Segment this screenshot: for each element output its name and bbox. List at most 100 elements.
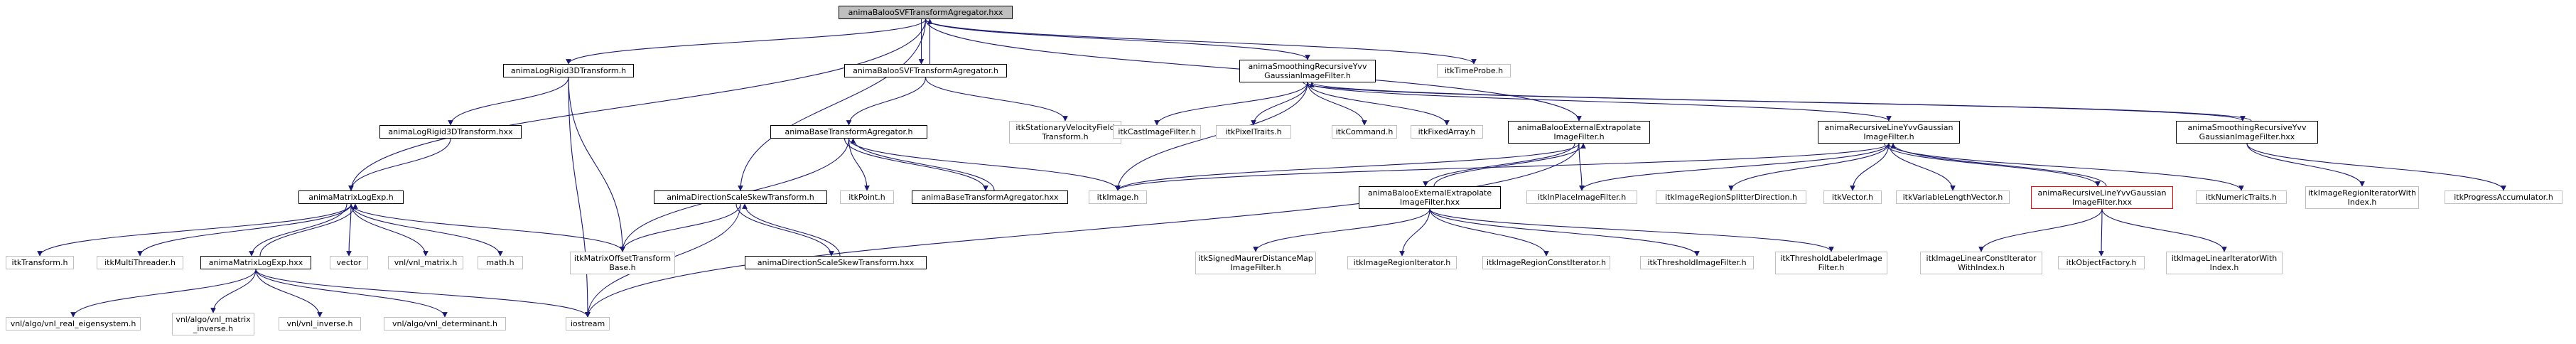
edge-matrixlog_hxx-to-matrix_inverse bbox=[210, 269, 257, 313]
node-smoothing-yvv-h[interactable]: animaSmoothingRecursiveYvv GaussianImage… bbox=[1239, 60, 1376, 82]
node-base-transform-agregator-h[interactable]: animaBaseTransformAgregator.h bbox=[770, 125, 927, 139]
node-itk-linear-const-iterator[interactable]: itkImageLinearConstIterator WithIndex.h bbox=[1920, 252, 2042, 274]
edge-basetrans_h-to-itkpoint bbox=[848, 138, 870, 191]
node-itk-time-probe[interactable]: itkTimeProbe.h bbox=[1437, 64, 1511, 77]
edge-lineyvv_h-to-lineyvv_hxx bbox=[1884, 143, 2101, 187]
edge-smoothing_h-to-itkimage bbox=[1115, 82, 1308, 191]
node-vnl-determinant[interactable]: vnl/algo/vnl_determinant.h bbox=[384, 317, 506, 330]
edge-lineyvv_hxx-to-lineyvv_h bbox=[1890, 143, 2107, 187]
node-svf-transform-agregator-h[interactable]: animaBalooSVFTransformAgregator.h bbox=[844, 64, 1007, 77]
node-std-vector[interactable]: vector bbox=[330, 256, 368, 269]
edge-dirskew_hxx-to-dirskew_h bbox=[742, 203, 841, 257]
dependency-edges bbox=[37, 18, 2506, 318]
edge-matrixlog_h-to-math bbox=[350, 203, 503, 257]
edge-svfagg_h-to-stationary bbox=[925, 77, 1068, 122]
node-matrix-log-exp-h[interactable]: animaMatrixLogExp.h bbox=[298, 190, 404, 204]
node-log-rigid-3d-transform-hxx[interactable]: animaLogRigid3DTransform.hxx bbox=[379, 125, 522, 139]
node-itk-linear-iterator-with-index[interactable]: itkImageLinearIteratorWith Index.h bbox=[2166, 252, 2283, 274]
node-itk-cast-image-filter[interactable]: itkCastImageFilter.h bbox=[1113, 125, 1201, 139]
node-itk-region-splitter[interactable]: itkImageRegionSplitterDirection.h bbox=[1656, 190, 1806, 204]
node-vnl-inverse[interactable]: vnl/vnl_inverse.h bbox=[279, 317, 361, 330]
node-itk-in-place-image-filter[interactable]: itkInPlaceImageFilter.h bbox=[1526, 190, 1637, 204]
node-iostream[interactable]: iostream bbox=[566, 317, 610, 330]
edge-smoothing_h-to-lineyvv_h bbox=[1307, 82, 1892, 122]
node-itk-point[interactable]: itkPoint.h bbox=[840, 190, 894, 204]
edge-matrixlog_hxx-to-vnl_inverse bbox=[255, 269, 323, 318]
edge-extrap_h-to-itkimage bbox=[1115, 143, 1580, 191]
node-itk-threshold-labeler[interactable]: itkThresholdLabelerImage Filter.h bbox=[1775, 252, 1887, 274]
node-math-h[interactable]: math.h bbox=[478, 256, 523, 269]
edge-lineyvv_h-to-numtraits bbox=[1888, 143, 2244, 191]
node-vnl-matrix-inverse[interactable]: vnl/algo/vnl_matrix _inverse.h bbox=[172, 313, 254, 335]
node-external-extrapolate-hxx[interactable]: animaBalooExternalExtrapolate ImageFilte… bbox=[1359, 186, 1501, 209]
edge-lineyvv_h-to-itkimage bbox=[1115, 143, 1890, 191]
edge-matrixlog_hxx-to-determinant bbox=[255, 269, 448, 318]
edge-extrap_hxx-to-regionconstiter bbox=[1429, 208, 1549, 257]
node-smoothing-yvv-hxx[interactable]: animaSmoothingRecursiveYvv GaussianImage… bbox=[2176, 121, 2318, 144]
edge-smoothing_hxx-to-progress bbox=[2246, 143, 2506, 191]
edge-extrap_hxx-to-threshold bbox=[1429, 208, 1700, 257]
edge-lineyvv_h-to-varlen bbox=[1888, 143, 1956, 191]
node-itk-signed-maurer[interactable]: itkSignedMaurerDistanceMap ImageFilter.h bbox=[1195, 252, 1316, 274]
edge-logrigid_hxx-to-matrixlog_h bbox=[348, 138, 451, 191]
node-direction-scale-skew-h[interactable]: animaDirectionScaleSkewTransform.h bbox=[654, 190, 827, 204]
edge-extrap_h-to-extrap_hxx bbox=[1423, 143, 1575, 187]
edge-dirskew_h-to-dirskew_hxx bbox=[735, 203, 834, 257]
node-itk-command[interactable]: itkCommand.h bbox=[1332, 125, 1397, 139]
edge-matrixlog_h-to-itktransform bbox=[37, 203, 352, 257]
node-itk-progress-accumulator[interactable]: itkProgressAccumulator.h bbox=[2445, 190, 2562, 204]
node-vnl-matrix[interactable]: vnl/vnl_matrix.h bbox=[388, 256, 463, 269]
edge-lineyvv_h-to-itkvector bbox=[1850, 143, 1890, 191]
node-itk-stationary-velocity-field[interactable]: itkStationaryVelocityField Transform.h bbox=[1009, 121, 1121, 144]
edge-extrap_hxx-to-threshlabeler bbox=[1429, 208, 1834, 252]
edge-matrixlog_h-to-vector bbox=[346, 203, 352, 257]
edge-logrigid_h-to-iostream bbox=[568, 77, 591, 318]
edge-dirskew_h-to-matrixoffset bbox=[620, 203, 741, 252]
node-itk-threshold-image-filter[interactable]: itkThresholdImageFilter.h bbox=[1640, 256, 1754, 269]
node-direction-scale-skew-hxx[interactable]: animaDirectionScaleSkewTransform.hxx bbox=[745, 256, 927, 269]
edge-lineyvv_h-to-splitter bbox=[1728, 143, 1890, 191]
node-itk-region-iterator[interactable]: itkImageRegionIterator.h bbox=[1347, 256, 1457, 269]
edge-extrap_hxx-to-regioniter bbox=[1399, 208, 1430, 257]
node-itk-transform[interactable]: itkTransform.h bbox=[6, 256, 74, 269]
edge-extrap_hxx-to-extrap_h bbox=[1433, 143, 1586, 187]
node-base-transform-agregator-hxx[interactable]: animaBaseTransformAgregator.hxx bbox=[912, 190, 1068, 204]
edge-matrixlog_hxx-to-matrixlog_h bbox=[259, 203, 358, 257]
edge-smoothing_h-to-castimg bbox=[1154, 82, 1308, 126]
node-itk-vector[interactable]: itkVector.h bbox=[1823, 190, 1882, 204]
node-itk-image[interactable]: itkImage.h bbox=[1089, 190, 1147, 204]
node-matrix-log-exp-hxx[interactable]: animaMatrixLogExp.hxx bbox=[200, 256, 311, 269]
edge-lineyvv_hxx-to-lineariter bbox=[2101, 208, 2227, 252]
edge-basetrans_hxx-to-basetrans_h bbox=[850, 138, 995, 191]
edge-matrixlog_h-to-matrixlog_hxx bbox=[249, 203, 347, 257]
node-itk-pixel-traits[interactable]: itkPixelTraits.h bbox=[1216, 125, 1291, 139]
edge-svfagg_h-to-basetrans_h bbox=[846, 77, 927, 126]
node-root-svf-transform-agregator-hxx[interactable]: animaBalooSVFTransformAgregator.hxx bbox=[839, 6, 1013, 19]
edge-matrixlog_h-to-multithreader bbox=[137, 203, 352, 257]
node-vnl-real-eigensystem[interactable]: vnl/algo/vnl_real_eigensystem.h bbox=[6, 317, 141, 330]
edge-lineyvv_hxx-to-linearconstiter bbox=[1978, 208, 2103, 252]
edge-root-to-logrigid_h bbox=[566, 18, 927, 65]
edge-smoothing_hxx-to-smoothing_h bbox=[1309, 82, 2252, 122]
node-log-rigid-3d-transform-h[interactable]: animaLogRigid3DTransform.h bbox=[503, 64, 634, 77]
edge-root-to-timeprobe bbox=[925, 18, 1477, 65]
node-itk-numeric-traits[interactable]: itkNumericTraits.h bbox=[2196, 190, 2287, 204]
edge-smoothing_hxx-to-regioniterwithindex bbox=[2246, 143, 2365, 187]
node-itk-region-iterator-with-index[interactable]: itkImageRegionIteratorWith Index.h bbox=[2305, 186, 2419, 209]
node-itk-multi-threader[interactable]: itkMultiThreader.h bbox=[97, 256, 183, 269]
edge-logrigid_h-to-logrigid_hxx bbox=[448, 77, 569, 126]
edge-lineyvv_h-to-inplace bbox=[1579, 143, 1890, 191]
node-itk-fixed-array[interactable]: itkFixedArray.h bbox=[1411, 125, 1483, 139]
edge-extrap_hxx-to-maurer bbox=[1253, 208, 1430, 252]
edge-matrixlog_hxx-to-eigensystem bbox=[70, 269, 257, 318]
node-itk-variable-length-vector[interactable]: itkVariableLengthVector.h bbox=[1896, 190, 2010, 204]
edge-smoothing_h-to-pixeltraits bbox=[1251, 82, 1308, 126]
node-external-extrapolate-h[interactable]: animaBalooExternalExtrapolate ImageFilte… bbox=[1508, 121, 1650, 144]
node-line-yvv-gaussian-h[interactable]: animaRecursiveLineYvvGaussian ImageFilte… bbox=[1818, 121, 1960, 144]
node-itk-matrix-offset-transform-base[interactable]: itkMatrixOffsetTransform Base.h bbox=[570, 252, 675, 274]
node-itk-region-const-iterator[interactable]: itkImageRegionConstIterator.h bbox=[1482, 256, 1610, 269]
node-line-yvv-gaussian-hxx[interactable]: animaRecursiveLineYvvGaussian ImageFilte… bbox=[2031, 186, 2173, 209]
edge-smoothing_h-to-command bbox=[1307, 82, 1367, 126]
node-itk-object-factory[interactable]: itkObjectFactory.h bbox=[2058, 256, 2145, 269]
